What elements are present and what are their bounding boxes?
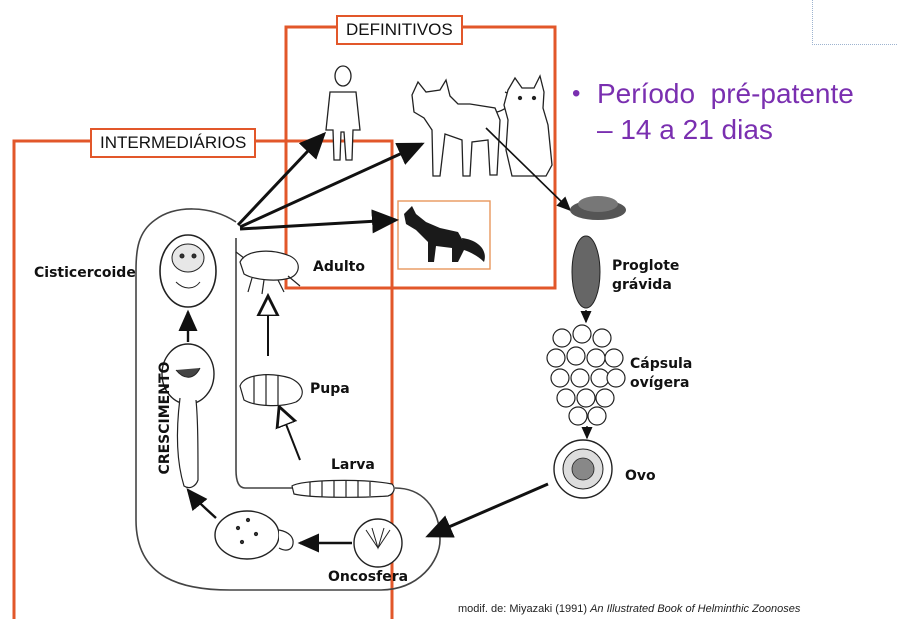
oncosphere-shape (354, 519, 402, 567)
larva-shape (292, 480, 394, 497)
cysticercoid-shape (160, 235, 216, 307)
egg-capsule-label-2: ovígera (630, 375, 689, 391)
feces-mass (570, 196, 626, 220)
prepatent-period-line1: Período pré-patente (597, 77, 854, 111)
egg-capsule-shape (547, 325, 625, 425)
early-cysticercoid-shape (215, 511, 293, 559)
dog-figure (412, 80, 511, 176)
pupa-shape (240, 374, 302, 406)
egg-shape (554, 440, 612, 498)
arrow-to-dog (240, 144, 422, 227)
adult-label: Adulto (313, 259, 365, 275)
growth-label: CRESCIMENTO (157, 348, 173, 488)
oncosphere-label: Oncosfera (328, 569, 408, 585)
human-figure (326, 66, 360, 160)
arrow-to-fox (240, 220, 396, 229)
gravid-proglottid-label-2: grávida (612, 277, 672, 293)
definitive-hosts-label: DEFINITIVOS (336, 15, 463, 45)
source-credit-prefix: modif. de: Miyazaki (1991) (458, 603, 590, 615)
gravid-proglottid-shape (572, 236, 600, 308)
note-bullet: • (572, 77, 580, 111)
larva-label: Larva (331, 457, 375, 473)
cat-figure (504, 76, 552, 176)
arrow-to-oncosphere (428, 484, 548, 536)
egg-label: Ovo (625, 468, 656, 484)
source-credit-title: An Illustrated Book of Helminthic Zoonos… (590, 603, 800, 615)
intermediate-hosts-label: INTERMEDIÁRIOS (90, 128, 256, 158)
gravid-proglottid-label-1: Proglote (612, 258, 679, 274)
cysticercoid-label: Cisticercoide (34, 265, 136, 281)
egg-capsule-label-1: Cápsula (630, 356, 692, 372)
prepatent-period-line2: – 14 a 21 dias (597, 113, 773, 147)
pupa-label: Pupa (310, 381, 350, 397)
source-credit: modif. de: Miyazaki (1991) An Illustrate… (458, 603, 800, 615)
